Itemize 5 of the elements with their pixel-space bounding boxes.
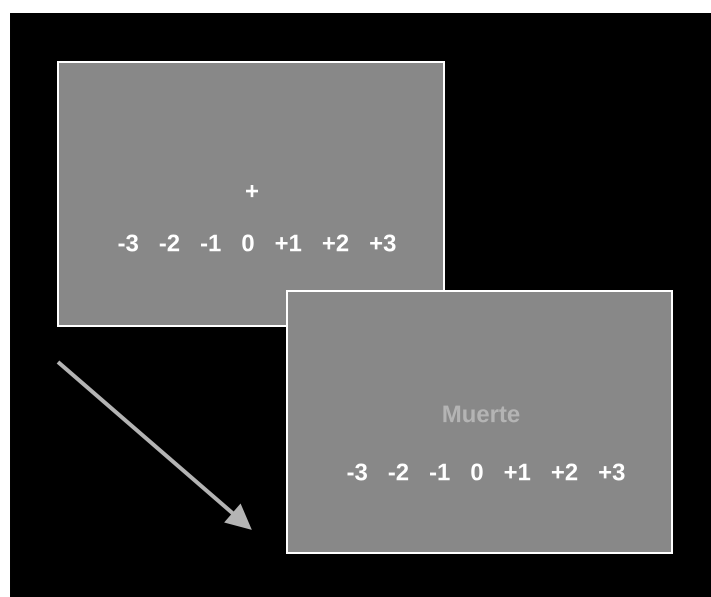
screen-box <box>57 61 445 327</box>
rating-scale: -3 -2 -1 0 +1 +2 +3 <box>348 464 625 480</box>
screen-box <box>286 290 673 554</box>
fixation-cross: + <box>246 184 258 198</box>
rating-scale: -3 -2 -1 0 +1 +2 +3 <box>118 234 396 252</box>
